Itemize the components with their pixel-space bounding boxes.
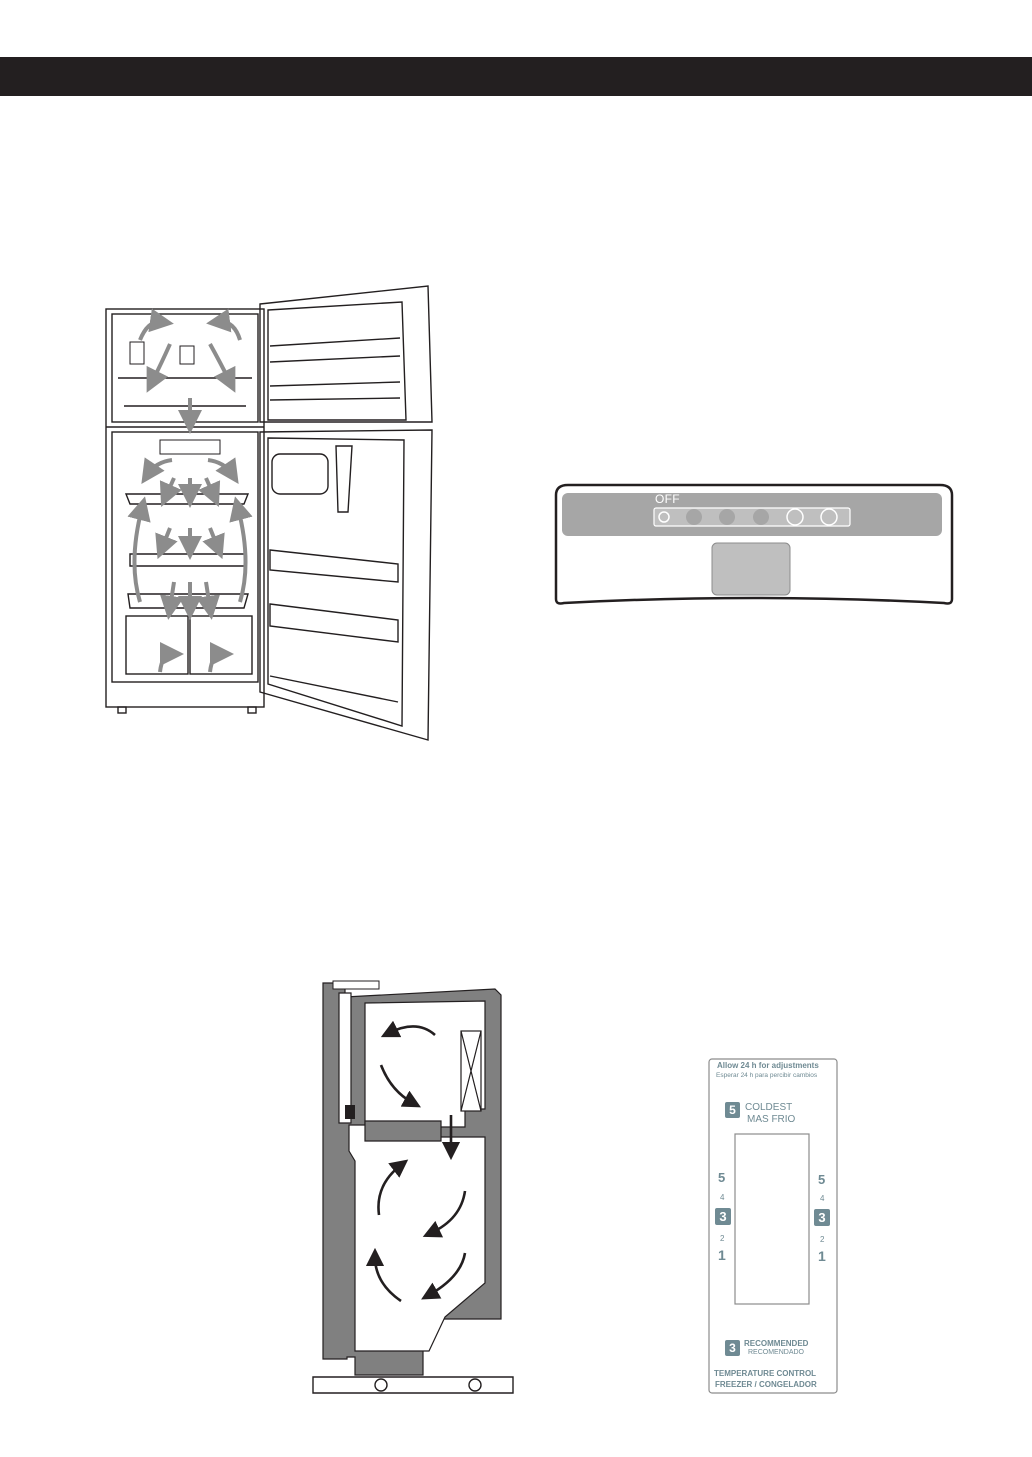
left-scale-1: 1 [718, 1247, 726, 1263]
left-scale-3-badge: 3 [715, 1208, 731, 1225]
allow-24h-english: Allow 24 h for adjustments [717, 1061, 819, 1070]
label-title-line2: FREEZER / CONGELADOR [715, 1380, 817, 1389]
recommended-badge: 3 [725, 1340, 740, 1356]
cross-section-drawing [305, 975, 520, 1400]
left-scale-5: 5 [718, 1170, 725, 1185]
left-scale-4: 4 [720, 1193, 724, 1202]
coldest-spanish: MAS FRIO [747, 1114, 795, 1125]
right-scale-3-badge: 3 [814, 1209, 830, 1226]
refrigerator-airflow-illustration [100, 282, 440, 742]
airflow-cross-section [305, 975, 520, 1400]
control-panel-drawing [548, 481, 958, 611]
right-scale-5: 5 [818, 1172, 825, 1187]
left-scale-2: 2 [720, 1234, 724, 1243]
right-scale-1: 1 [818, 1248, 826, 1264]
label-title-line1: TEMPERATURE CONTROL [714, 1369, 816, 1378]
refrigerator-drawing [100, 282, 440, 742]
coldest-badge: 5 [725, 1102, 740, 1118]
coldest-english: COLDEST [745, 1102, 792, 1113]
right-scale-4: 4 [820, 1194, 824, 1203]
off-label: OFF [655, 492, 680, 506]
temperature-control-label: Allow 24 h for adjustments Esperar 24 h … [707, 1057, 839, 1395]
right-scale-2: 2 [820, 1235, 824, 1244]
control-panel-illustration: OFF [548, 481, 958, 611]
allow-24h-spanish: Esperar 24 h para percibir cambios [716, 1072, 817, 1079]
recommended-english: RECOMMENDED [744, 1339, 808, 1348]
recommended-spanish: RECOMENDADO [748, 1349, 804, 1356]
header-bar [0, 57, 1032, 96]
